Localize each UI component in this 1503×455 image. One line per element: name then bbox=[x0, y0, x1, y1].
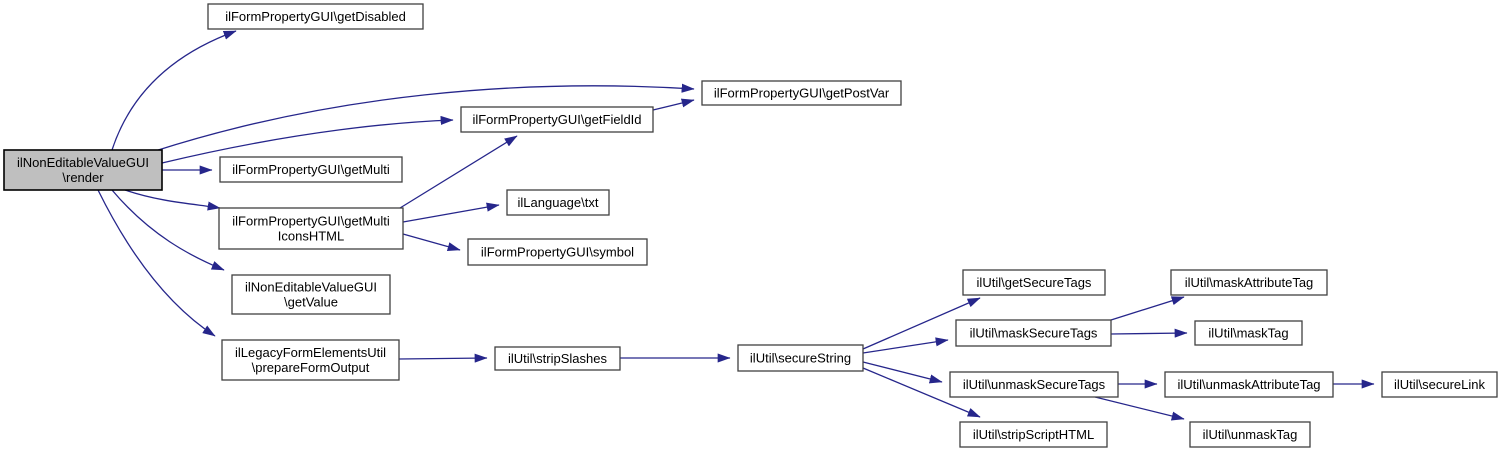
node-label-symbol: ilFormPropertyGUI\symbol bbox=[481, 245, 634, 260]
graph-edge-getMultiIconsHTML-getFieldId bbox=[399, 135, 518, 209]
graph-edge-getFieldId-getPostVar bbox=[652, 98, 695, 111]
nodes-layer: ilNonEditableValueGUI\render ilFormProper… bbox=[3, 3, 1498, 448]
node-box-getPostVar bbox=[701, 80, 902, 106]
graph-edge-maskSecureTags-maskAttributeTag bbox=[1110, 296, 1185, 321]
graph-edge-render-getValue bbox=[111, 189, 225, 271]
graph-node-maskSecureTags[interactable]: ilUtil\maskSecureTags bbox=[955, 319, 1112, 347]
graph-edge-maskSecureTags-maskTag bbox=[1110, 328, 1188, 338]
graph-node-unmaskTag[interactable]: ilUtil\unmaskTag bbox=[1189, 421, 1311, 448]
node-box-symbol bbox=[467, 238, 648, 266]
node-box-getFieldId bbox=[460, 106, 654, 133]
node-label-getDisabled: ilFormPropertyGUI\getDisabled bbox=[225, 9, 406, 24]
node-box-stripScriptHTML bbox=[959, 421, 1108, 448]
node-box-secureString bbox=[737, 344, 864, 372]
node-box-render bbox=[3, 149, 163, 191]
node-label-prepareFormOutput: ilLegacyFormElementsUtil\prepareFormOutp… bbox=[235, 345, 386, 375]
node-label-getFieldId: ilFormPropertyGUI\getFieldId bbox=[472, 112, 641, 127]
node-label-unmaskAttributeTag: ilUtil\unmaskAttributeTag bbox=[1177, 377, 1320, 392]
graph-node-getSecureTags[interactable]: ilUtil\getSecureTags bbox=[962, 269, 1106, 296]
graph-node-getPostVar[interactable]: ilFormPropertyGUI\getPostVar bbox=[701, 80, 902, 106]
graph-node-unmaskSecureTags[interactable]: ilUtil\unmaskSecureTags bbox=[949, 371, 1119, 398]
node-box-unmaskTag bbox=[1189, 421, 1311, 448]
graph-node-secureString[interactable]: ilUtil\secureString bbox=[737, 344, 864, 372]
graph-edge-render-getDisabled bbox=[111, 30, 237, 151]
graph-edge-getMultiIconsHTML-symbol bbox=[402, 233, 461, 252]
graph-edge-unmaskSecureTags-unmaskTag bbox=[1094, 396, 1185, 421]
node-box-getValue bbox=[231, 274, 391, 315]
node-box-getSecureTags bbox=[962, 269, 1106, 296]
graph-node-txt[interactable]: ilLanguage\txt bbox=[506, 189, 610, 216]
graph-node-getFieldId[interactable]: ilFormPropertyGUI\getFieldId bbox=[460, 106, 654, 133]
node-box-getMulti bbox=[219, 156, 403, 183]
node-label-stripScriptHTML: ilUtil\stripScriptHTML bbox=[973, 427, 1094, 442]
node-box-secureLink bbox=[1381, 371, 1498, 398]
node-box-txt bbox=[506, 189, 610, 216]
node-label-maskAttributeTag: ilUtil\maskAttributeTag bbox=[1185, 275, 1314, 290]
node-label-txt: ilLanguage\txt bbox=[518, 195, 599, 210]
node-label-maskTag: ilUtil\maskTag bbox=[1208, 326, 1288, 341]
graph-node-unmaskAttributeTag[interactable]: ilUtil\unmaskAttributeTag bbox=[1164, 371, 1334, 398]
graph-node-getDisabled[interactable]: ilFormPropertyGUI\getDisabled bbox=[207, 3, 424, 30]
node-label-unmaskSecureTags: ilUtil\unmaskSecureTags bbox=[963, 377, 1106, 392]
node-label-maskSecureTags: ilUtil\maskSecureTags bbox=[970, 326, 1098, 341]
node-box-getDisabled bbox=[207, 3, 424, 30]
node-label-unmaskTag: ilUtil\unmaskTag bbox=[1203, 427, 1298, 442]
node-label-getPostVar: ilFormPropertyGUI\getPostVar bbox=[714, 86, 890, 101]
graph-node-maskTag[interactable]: ilUtil\maskTag bbox=[1194, 320, 1303, 346]
graph-edge-render-getPostVar bbox=[154, 83, 695, 152]
node-box-unmaskAttributeTag bbox=[1164, 371, 1334, 398]
node-label-getMulti: ilFormPropertyGUI\getMulti bbox=[232, 162, 390, 177]
graph-edge-getMultiIconsHTML-txt bbox=[402, 202, 500, 223]
node-label-secureLink: ilUtil\secureLink bbox=[1394, 377, 1486, 392]
graph-edge-render-getMultiIconsHTML bbox=[124, 189, 221, 211]
node-label-stripSlashes: ilUtil\stripSlashes bbox=[508, 351, 607, 366]
graph-node-getValue[interactable]: ilNonEditableValueGUI\getValue bbox=[231, 274, 391, 315]
graph-node-prepareFormOutput[interactable]: ilLegacyFormElementsUtil\prepareFormOutp… bbox=[221, 339, 400, 381]
node-box-maskAttributeTag bbox=[1170, 269, 1328, 296]
graph-edge-secureString-stripScriptHTML bbox=[862, 367, 981, 418]
node-box-prepareFormOutput bbox=[221, 339, 400, 381]
node-box-stripSlashes bbox=[494, 346, 621, 371]
graph-node-getMulti[interactable]: ilFormPropertyGUI\getMulti bbox=[219, 156, 403, 183]
node-box-getMultiIconsHTML bbox=[218, 207, 404, 250]
graph-node-stripScriptHTML[interactable]: ilUtil\stripScriptHTML bbox=[959, 421, 1108, 448]
node-box-maskSecureTags bbox=[955, 319, 1112, 347]
node-label-getValue: ilNonEditableValueGUI\getValue bbox=[245, 280, 377, 310]
graph-edge-prepareFormOutput-stripSlashes bbox=[398, 353, 488, 363]
graph-edge-secureString-getSecureTags bbox=[862, 297, 981, 350]
graph-edge-render-prepareFormOutput bbox=[97, 189, 216, 337]
graph-edge-secureString-unmaskSecureTags bbox=[862, 361, 943, 384]
node-label-render: ilNonEditableValueGUI\render bbox=[17, 155, 149, 185]
graph-edge-render-getFieldId bbox=[161, 115, 454, 164]
node-label-getSecureTags: ilUtil\getSecureTags bbox=[977, 275, 1092, 290]
edges-layer bbox=[97, 30, 1375, 421]
graph-node-secureLink[interactable]: ilUtil\secureLink bbox=[1381, 371, 1498, 398]
node-label-secureString: ilUtil\secureString bbox=[750, 351, 851, 366]
node-box-maskTag bbox=[1194, 320, 1303, 346]
node-box-unmaskSecureTags bbox=[949, 371, 1119, 398]
graph-node-stripSlashes[interactable]: ilUtil\stripSlashes bbox=[494, 346, 621, 371]
graph-node-render[interactable]: ilNonEditableValueGUI\render bbox=[3, 149, 163, 191]
graph-edge-secureString-maskSecureTags bbox=[862, 337, 949, 354]
graph-node-maskAttributeTag[interactable]: ilUtil\maskAttributeTag bbox=[1170, 269, 1328, 296]
graph-node-symbol[interactable]: ilFormPropertyGUI\symbol bbox=[467, 238, 648, 266]
